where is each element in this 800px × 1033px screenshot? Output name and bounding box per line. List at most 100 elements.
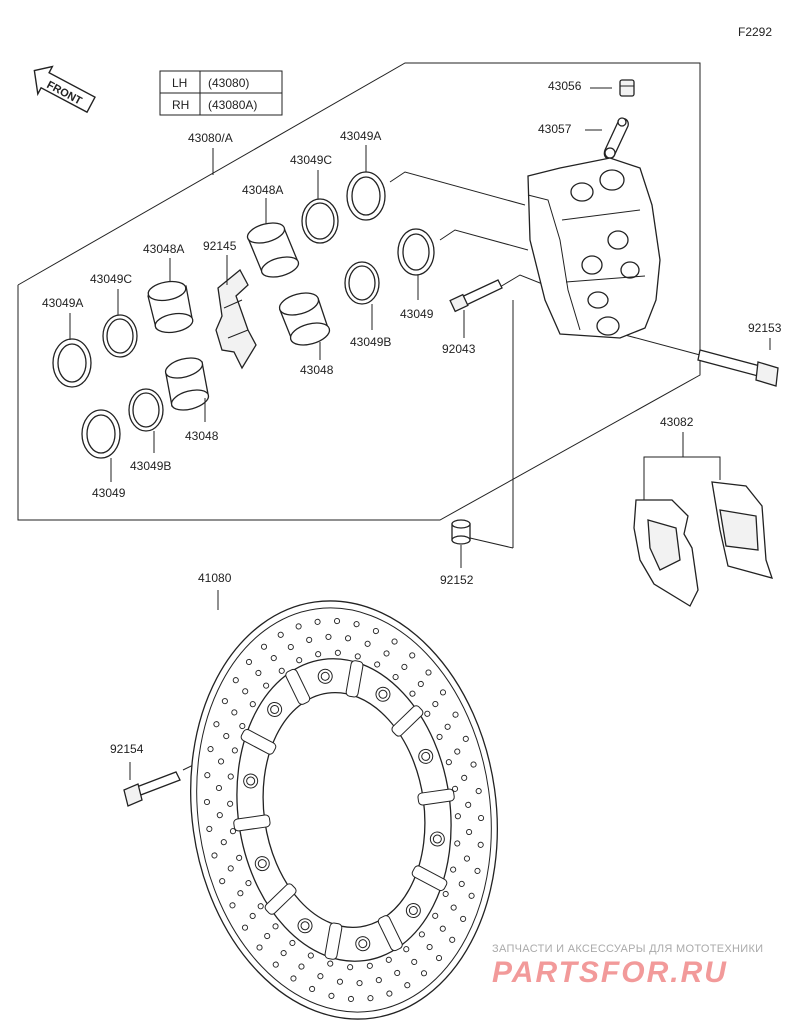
vent-hole xyxy=(444,723,451,730)
piston-43048A-mid xyxy=(147,280,194,334)
label-92152: 92152 xyxy=(440,573,474,587)
rotor-slot xyxy=(417,788,455,806)
vent-hole xyxy=(418,931,425,938)
vent-hole xyxy=(298,963,305,970)
vent-hole xyxy=(356,980,363,987)
vent-hole xyxy=(325,633,332,640)
vent-hole xyxy=(442,890,449,898)
vent-hole xyxy=(366,962,373,969)
vent-hole xyxy=(219,878,226,885)
part-rh: (43080A) xyxy=(208,98,257,112)
rotor-slot xyxy=(285,668,311,705)
bolt-hole xyxy=(257,859,267,869)
vent-hole xyxy=(213,721,220,728)
side-table: LH (43080) RH (43080A) xyxy=(159,70,283,116)
vent-hole xyxy=(465,801,472,808)
vent-hole xyxy=(364,640,371,647)
vent-hole xyxy=(307,952,314,959)
vent-hole xyxy=(454,840,461,847)
watermark-tagline: ЗАПЧАСТИ И АКСЕССУАРЫ ДЛЯ МОТОТЕХНИКИ xyxy=(492,943,763,955)
bolt-hole xyxy=(378,689,388,699)
vent-hole xyxy=(295,623,302,630)
seal-43049B-left xyxy=(128,388,164,432)
part-lh: (43080) xyxy=(208,76,249,90)
vent-hole xyxy=(462,735,469,742)
vent-hole xyxy=(374,661,381,668)
figure-code: F2292 xyxy=(738,25,772,39)
vent-hole xyxy=(470,761,477,768)
vent-hole xyxy=(466,828,473,836)
vent-hole xyxy=(409,690,416,697)
watermark-brand: PARTSFOR.RU xyxy=(492,956,728,989)
vent-hole xyxy=(241,924,249,931)
vent-hole xyxy=(280,950,287,957)
vent-hole xyxy=(450,904,457,911)
label-92043: 92043 xyxy=(442,342,476,356)
vent-hole xyxy=(344,635,352,642)
label-43049C-left: 43049C xyxy=(90,272,132,286)
bleeder-43056 xyxy=(619,79,635,97)
front-arrow-icon: FRONT xyxy=(33,65,96,114)
vent-hole xyxy=(245,658,253,666)
vent-hole xyxy=(432,701,439,708)
label-assembly: 43080/A xyxy=(188,131,233,145)
vent-hole xyxy=(474,867,481,874)
vent-hole xyxy=(289,939,296,947)
vent-hole xyxy=(394,969,401,977)
vent-hole xyxy=(245,880,252,887)
rotor-slot xyxy=(233,814,271,832)
bolt-hole xyxy=(270,704,280,714)
vent-hole xyxy=(333,617,341,625)
brake-pads-43082 xyxy=(633,432,774,607)
label-92153: 92153 xyxy=(748,321,782,335)
vent-hole xyxy=(229,828,237,835)
vent-hole xyxy=(264,932,271,940)
vent-hole xyxy=(272,961,279,968)
vent-hole xyxy=(215,784,222,792)
vent-hole xyxy=(203,798,211,806)
rotor-slot xyxy=(345,660,364,698)
seal-43049C-top xyxy=(301,198,339,244)
vent-hole xyxy=(425,669,432,676)
bolt-hole xyxy=(320,671,330,681)
vent-hole xyxy=(420,970,428,977)
brake-disc-41080 xyxy=(190,600,498,1020)
vent-hole xyxy=(367,995,374,1002)
vent-hole xyxy=(327,960,334,967)
vent-hole xyxy=(309,985,316,993)
vent-hole xyxy=(451,785,459,792)
vent-hole xyxy=(314,618,321,625)
vent-hole xyxy=(460,915,467,922)
rotor-slot xyxy=(240,729,277,755)
vent-hole xyxy=(353,621,360,628)
vent-hole xyxy=(290,975,297,982)
cap-43057 xyxy=(603,117,629,160)
caliper-body xyxy=(527,157,661,339)
bolt-hole xyxy=(246,776,256,786)
vent-hole xyxy=(354,653,361,660)
vent-hole xyxy=(454,813,461,820)
piston-43048-left xyxy=(164,357,210,411)
vent-hole xyxy=(334,649,341,656)
vent-hole xyxy=(404,982,411,989)
seal-43049A-top xyxy=(346,171,386,221)
rotor-slot xyxy=(377,915,403,952)
leader-lines xyxy=(129,87,771,780)
vent-hole xyxy=(391,638,398,645)
rotor-slot xyxy=(324,922,343,960)
vent-hole xyxy=(435,954,443,962)
vent-hole xyxy=(221,698,228,705)
label-43049C-top: 43049C xyxy=(290,153,332,167)
bolt-92154 xyxy=(123,771,181,807)
vent-hole xyxy=(242,688,249,695)
vent-hole xyxy=(439,689,447,696)
vent-hole xyxy=(347,995,355,1003)
vent-hole xyxy=(255,669,262,677)
vent-hole xyxy=(475,788,482,795)
bolt-hole xyxy=(432,834,442,844)
vent-hole xyxy=(257,903,264,910)
vent-hole xyxy=(239,722,246,730)
bolt-hole xyxy=(421,751,431,761)
label-43049-left: 43049 xyxy=(92,486,126,500)
vent-hole xyxy=(306,636,313,643)
